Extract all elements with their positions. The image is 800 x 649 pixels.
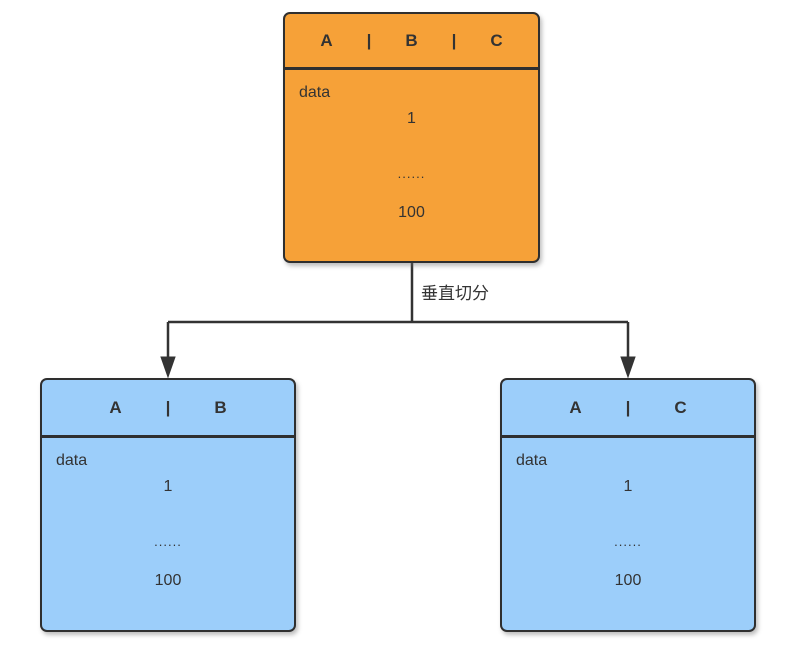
shard-table-left: A | B data 1 ...... 100 xyxy=(40,378,296,632)
data-label: data xyxy=(299,84,331,101)
row-ellipsis: ...... xyxy=(397,166,426,181)
column-label-a: A xyxy=(109,397,122,417)
row-value-first: 1 xyxy=(407,110,416,127)
main-table-header: A | B | C xyxy=(285,14,538,70)
row-value-first: 1 xyxy=(163,478,173,495)
split-label: 垂直切分 xyxy=(421,284,489,303)
shard-left-header: A | B xyxy=(42,380,294,438)
column-label-a: A xyxy=(320,30,333,50)
row-value-last: 100 xyxy=(398,204,425,221)
column-label-c: C xyxy=(490,30,503,50)
shard-table-right: A | C data 1 ...... 100 xyxy=(500,378,756,632)
column-label-b: B xyxy=(405,30,418,50)
main-table: A | B | C data 1 ...... 100 xyxy=(283,12,540,263)
row-value-last: 100 xyxy=(614,572,642,589)
data-label: data xyxy=(56,452,88,469)
row-value-last: 100 xyxy=(154,572,182,589)
connector-stem xyxy=(166,263,630,359)
arrowhead-left-icon xyxy=(160,356,176,379)
pipe-separator: | xyxy=(625,397,631,417)
row-ellipsis: ...... xyxy=(614,534,642,549)
shard-right-header: A | C xyxy=(502,380,754,438)
arrowhead-right-icon xyxy=(620,356,636,379)
data-label: data xyxy=(516,452,548,469)
column-label-b: B xyxy=(214,397,227,417)
row-value-first: 1 xyxy=(623,478,633,495)
pipe-separator: | xyxy=(366,30,372,50)
pipe-separator: | xyxy=(451,30,457,50)
column-label-a: A xyxy=(569,397,582,417)
pipe-separator: | xyxy=(165,397,171,417)
row-ellipsis: ...... xyxy=(154,534,182,549)
column-label-c: C xyxy=(674,397,687,417)
